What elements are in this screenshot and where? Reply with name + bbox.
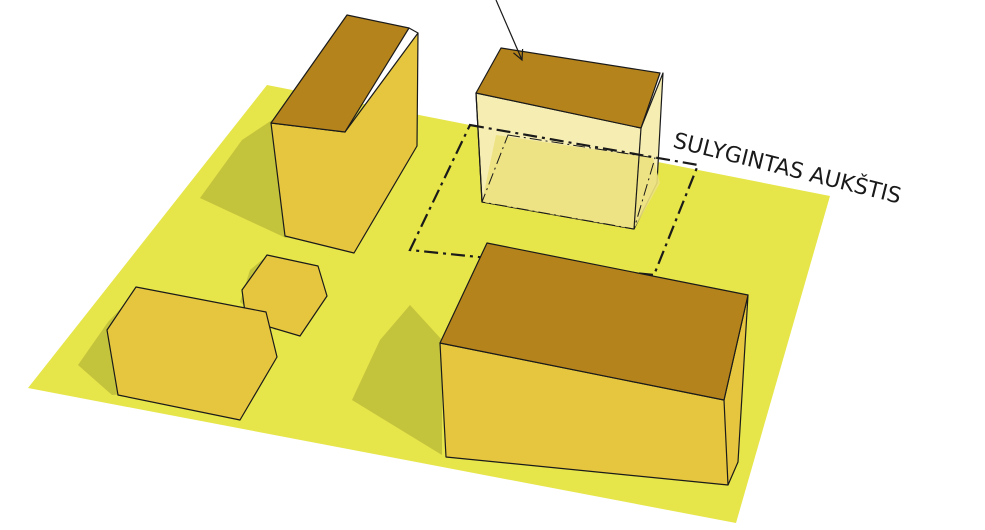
equalized-height-zone-outline	[408, 123, 700, 277]
large-building-edge	[723, 399, 729, 486]
glass-building	[475, 47, 664, 230]
shadow-large-building	[352, 305, 442, 455]
large-building	[439, 242, 749, 486]
glass-building-edge-left	[475, 92, 483, 203]
arrow-icon	[495, 0, 522, 60]
low-building	[106, 286, 278, 421]
tall-building-roof-edge	[408, 27, 419, 34]
glass-building-footprint-fill	[482, 135, 660, 229]
glass-building-edge-mid	[633, 127, 642, 230]
tall-building	[270, 14, 419, 254]
tall-building-roof	[270, 14, 410, 133]
glass-building-roof	[475, 47, 661, 129]
